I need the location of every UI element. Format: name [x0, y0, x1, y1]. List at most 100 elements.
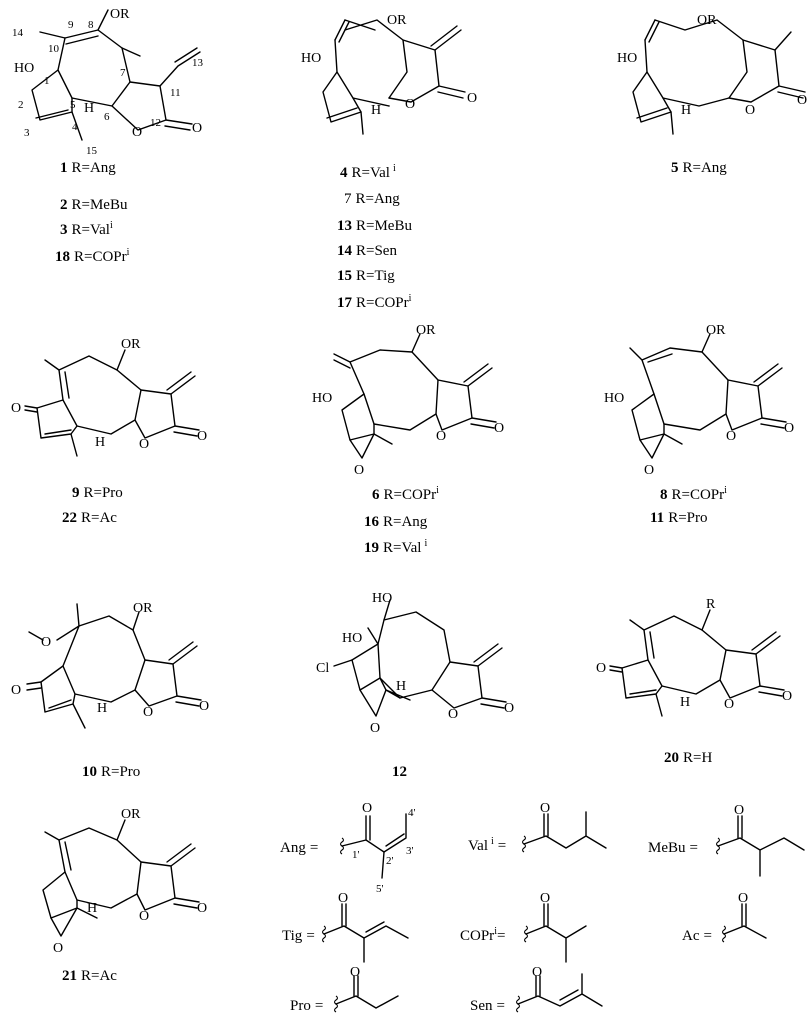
sub-name: Ang= — [280, 840, 318, 856]
atom-o-epoxide: O — [354, 463, 364, 478]
num-9: 9 — [68, 19, 74, 31]
structure-5: OR HO H O O — [617, 13, 807, 135]
sub-o: O — [540, 801, 550, 816]
sub-o: O — [350, 965, 360, 980]
sub-name: Sen= — [470, 998, 505, 1014]
atom-cl: Cl — [316, 661, 329, 676]
atom-ho: HO — [617, 51, 637, 66]
label-12: 12 — [392, 764, 407, 780]
num-3p: 3' — [406, 845, 414, 857]
atom-h: H — [681, 103, 691, 118]
atom-o-ring: O — [405, 97, 415, 112]
num-2p: 2' — [386, 855, 394, 867]
atom-or: OR — [387, 13, 407, 28]
atom-o-carbonyl: O — [797, 93, 807, 108]
substituent-ang: Ang= O 4' 1' 3' 2' 5' — [280, 801, 416, 895]
num-11: 11 — [170, 87, 181, 99]
sub-name: MeBu= — [648, 840, 698, 856]
atom-o-carbonyl: O — [784, 421, 794, 436]
atom-o-ring: O — [139, 437, 149, 452]
atom-or: OR — [706, 323, 726, 338]
num-13: 13 — [192, 57, 204, 69]
atom-or: OR — [697, 13, 717, 28]
atom-h: H — [97, 701, 107, 716]
sub-o: O — [540, 891, 550, 906]
atom-o-ring: O — [448, 707, 458, 722]
num-1p: 1' — [352, 849, 360, 861]
num-14: 14 — [12, 27, 24, 39]
atom-o-ketone: O — [11, 683, 21, 698]
structure-21: OR H O O O — [42, 807, 207, 956]
substituent-pro: Pro= O — [290, 965, 399, 1014]
sub-o: O — [532, 965, 542, 980]
sub-o: O — [734, 803, 744, 818]
atom-ho-2: HO — [342, 631, 362, 646]
atom-o-ketone: O — [11, 401, 21, 416]
num-7: 7 — [120, 67, 126, 79]
atom-ho: HO — [604, 391, 624, 406]
atom-h: H — [396, 679, 406, 694]
atom-o-carbonyl: O — [197, 901, 207, 916]
atom-o-methoxy: O — [41, 635, 51, 650]
atom-o-ring: O — [745, 103, 755, 118]
atom-o-carbonyl: O — [782, 689, 792, 704]
atom-h: H — [95, 435, 105, 450]
structure-1: OR HO H O O 14 10 9 8 7 13 11 1 2 3 4 5 … — [12, 7, 204, 157]
num-6: 6 — [104, 111, 110, 123]
atom-h: H — [84, 101, 94, 116]
sub-name: Tig= — [282, 928, 315, 944]
num-5: 5 — [70, 99, 76, 111]
num-5p: 5' — [376, 883, 384, 895]
sub-o: O — [362, 801, 372, 816]
atom-o-carbonyl: O — [494, 421, 504, 436]
atom-o-carbonyl: O — [192, 121, 202, 136]
structure-12: HO HO Cl H O O O — [316, 591, 514, 736]
substituent-sen: Sen= O — [470, 965, 603, 1014]
atom-r: R — [706, 597, 716, 612]
substituent-ac: Ac= O — [682, 891, 767, 944]
structure-6: OR HO O O O — [312, 323, 504, 478]
atom-o-ring: O — [726, 429, 736, 444]
structure-10: OR O O H O O — [11, 601, 209, 729]
num-4: 4 — [72, 121, 78, 133]
atom-h: H — [87, 901, 97, 916]
atom-o-carbonyl: O — [199, 699, 209, 714]
substituent-tig: Tig= O — [282, 891, 409, 963]
sub-name: COPri= — [460, 926, 505, 944]
atom-ho: HO — [301, 51, 321, 66]
structure-9: OR O H O O — [11, 337, 207, 457]
atom-or: OR — [121, 337, 141, 352]
atom-o-ring: O — [139, 909, 149, 924]
atom-o-epoxide: O — [644, 463, 654, 478]
substituent-mebu: MeBu= O — [648, 803, 805, 877]
atom-h: H — [371, 103, 381, 118]
num-12: 12 — [150, 117, 161, 129]
num-8: 8 — [88, 19, 94, 31]
structure-4: OR HO H O O — [301, 13, 477, 135]
